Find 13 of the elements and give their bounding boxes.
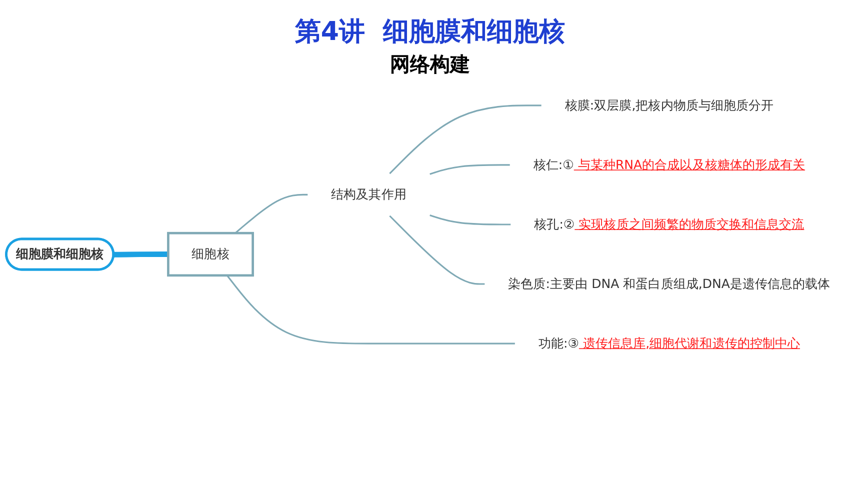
subtitle: 网络构建 — [389, 51, 471, 78]
connector — [234, 194, 308, 234]
connector — [430, 214, 511, 226]
connector — [430, 164, 510, 175]
connector — [114, 252, 168, 258]
node-text: 核膜:双层膜,把核内物质与细胞质分开 — [564, 98, 774, 112]
connector — [389, 104, 542, 174]
title: 第4讲 细胞膜和细胞核 — [294, 16, 566, 49]
node-text: 结构及其作用 — [331, 186, 406, 202]
node-box: 细胞核 — [167, 232, 254, 277]
connector — [389, 215, 485, 285]
node-text: 染色质:主要由 DNA 和蛋白质组成,DNA是遗传信息的载体 — [508, 276, 830, 292]
connector — [226, 274, 515, 344]
